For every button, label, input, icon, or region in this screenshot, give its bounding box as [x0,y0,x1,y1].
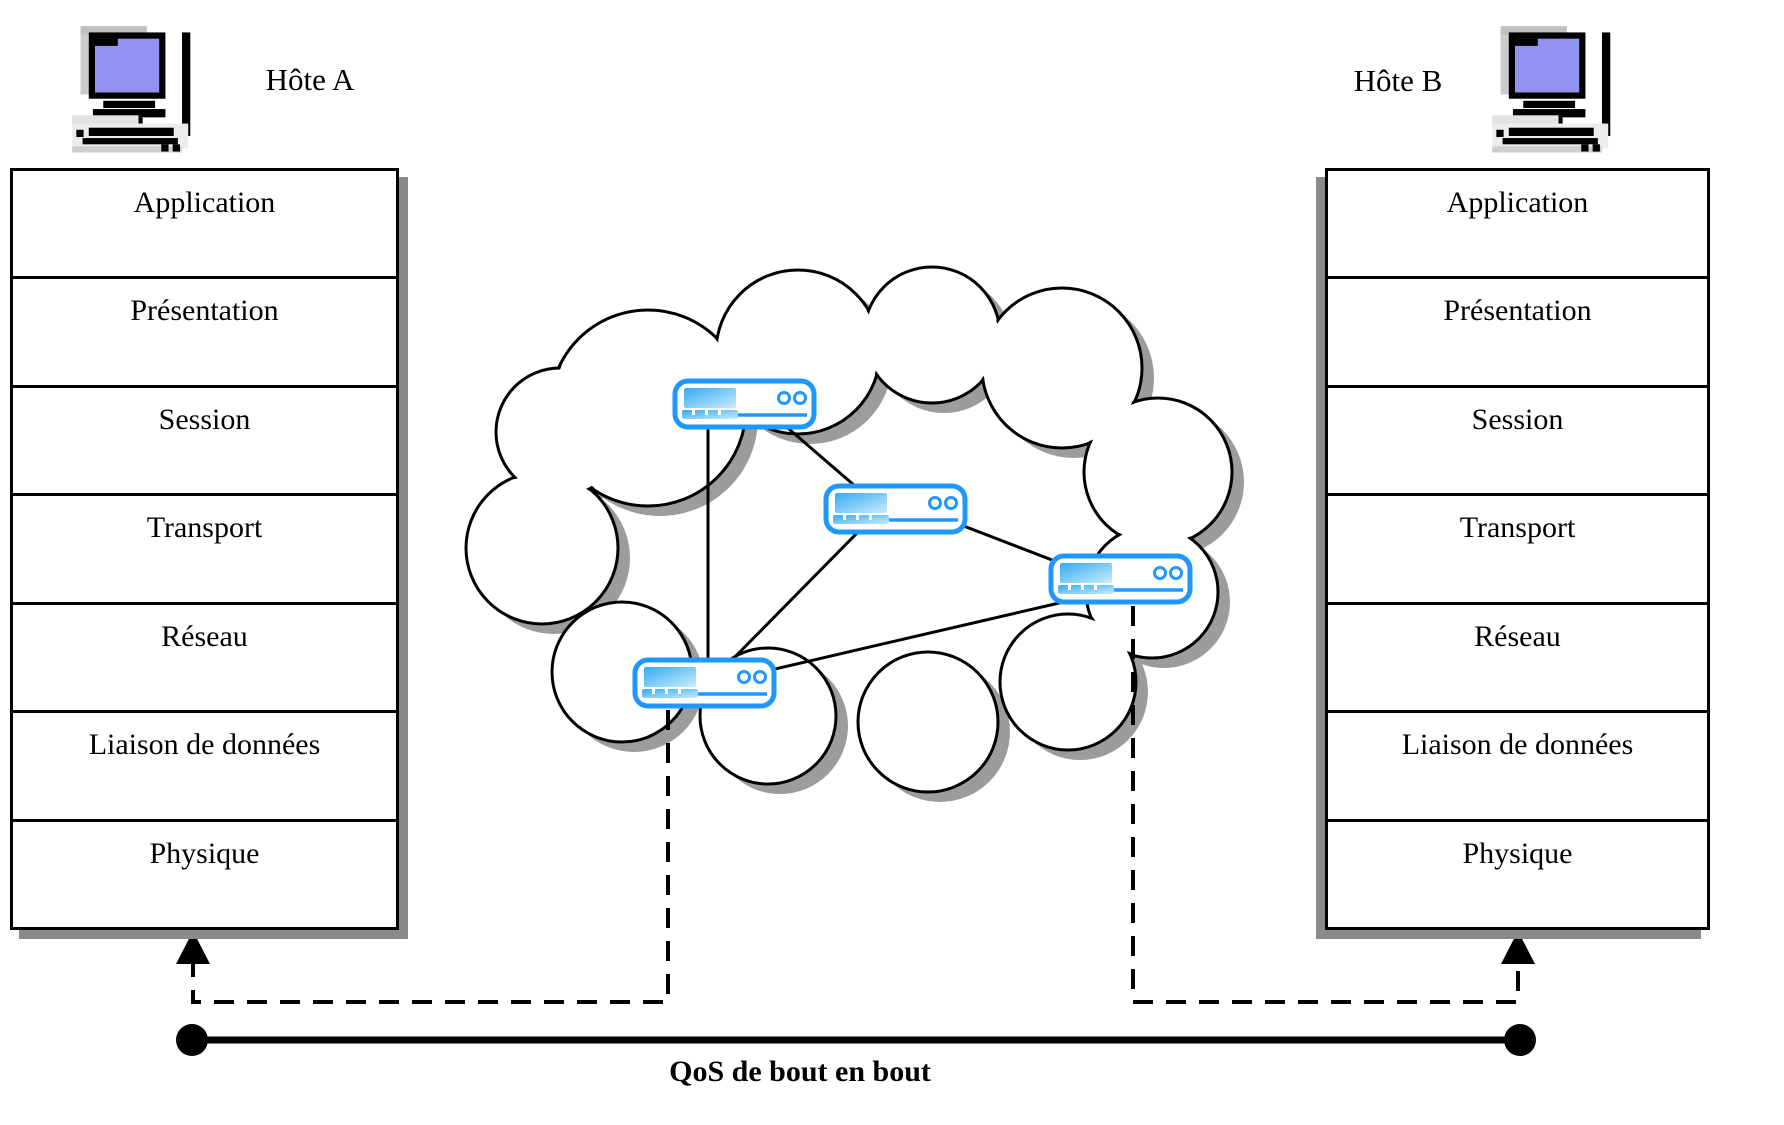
osi-layer-label: Session [1471,402,1564,436]
endpoint-dot-icon [1504,1024,1536,1056]
qos-caption: QoS de bout en bout [669,1055,931,1088]
osi-layer-label: Réseau [1474,619,1561,653]
osi-layer-label: Réseau [161,619,248,653]
osi-layer-label: Liaison de données [88,728,321,762]
osi-layer-label: Liaison de données [1401,728,1634,762]
osi-layer-label: Présentation [1443,294,1592,328]
router-links [706,420,1079,674]
osi-layer-label: Physique [149,836,260,870]
osi-layer-label: Application [133,186,276,219]
osi-layer-label: Transport [1459,511,1576,545]
endpoint-dot-icon [176,1024,208,1056]
osi-layer-label: Session [158,402,251,436]
osi-layer-physique: Physique [1328,818,1707,927]
osi-layer-label: Présentation [130,294,279,328]
osi-layer-session: Session [1328,384,1707,493]
link-r1-r2 [781,421,863,494]
osi-layer-transport: Transport [1328,493,1707,601]
osi-layer-transport: Transport [13,493,396,601]
link-r4-r3 [761,598,1073,674]
osi-layer-liaison: Liaison de données [13,710,396,818]
host-a-label: Hôte A [265,62,355,97]
dashed-connectors [191,606,1520,1004]
router-icon [826,486,965,532]
osi-layer-label: Physique [1462,836,1573,870]
router-icon [1051,556,1190,602]
osi-layer-label: Transport [146,511,263,545]
link-r2-r4 [724,526,864,668]
up-arrow-icon [1501,931,1535,964]
osi-layer-presentation: Présentation [1328,276,1707,384]
osi-layer-liaison: Liaison de données [1328,710,1707,818]
osi-stack-host-a: Application Présentation Session Transpo… [10,168,399,930]
dashed-connector-left [191,710,670,1004]
osi-layer-reseau: Réseau [13,601,396,710]
dashed-connector-right [1131,606,1520,1004]
osi-layer-application: Application [1328,171,1707,276]
osi-layer-label: Application [1446,186,1589,219]
osi-stack-host-b: Application Présentation Session Transpo… [1325,168,1710,930]
router-icon [675,381,814,427]
desktop-computer-icon [72,26,191,153]
host-b-label: Hôte B [1353,63,1443,98]
router-icon [635,660,774,706]
osi-layer-physique: Physique [13,818,396,927]
osi-layer-presentation: Présentation [13,276,396,384]
osi-layer-application: Application [13,171,396,276]
osi-layer-reseau: Réseau [1328,601,1707,710]
up-arrow-icon [176,931,210,964]
osi-layer-session: Session [13,384,396,493]
